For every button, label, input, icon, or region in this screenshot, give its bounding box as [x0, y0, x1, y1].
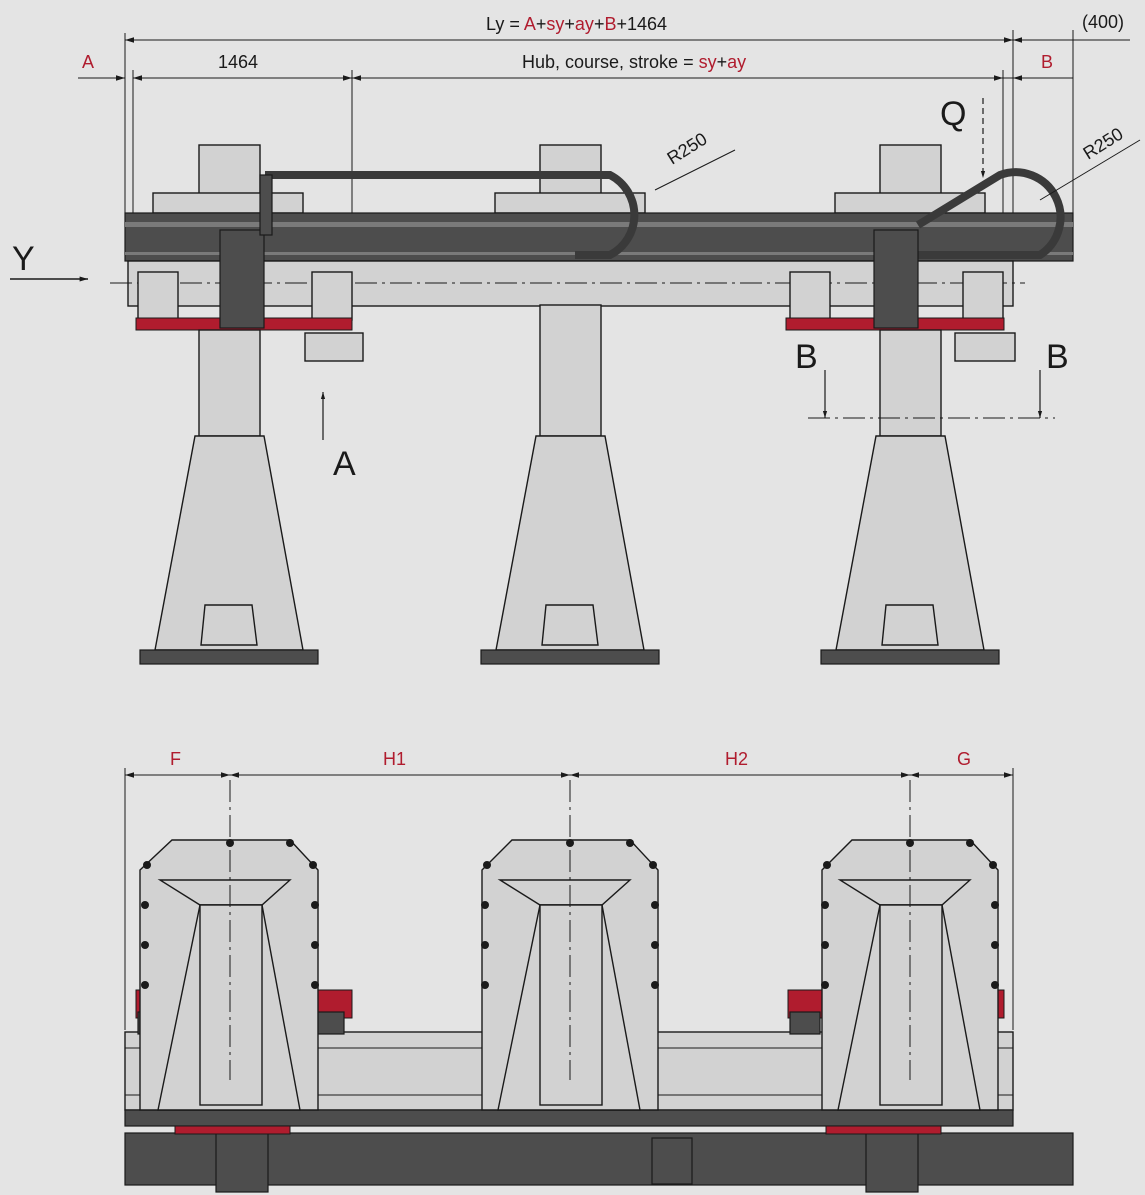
- radius-left-text: R250: [664, 129, 711, 169]
- top-view: Ly = A+sy+ay+B+1464 (400) A 1464 Hub, co…: [10, 12, 1141, 665]
- dim-stroke-text: Hub, course, stroke = sy+ay: [522, 52, 746, 72]
- carriages: [135, 174, 1016, 362]
- dim-a-text: A: [82, 52, 94, 72]
- arrow-q-label: Q: [940, 95, 966, 133]
- dim-h2-text: H2: [725, 749, 748, 769]
- arrow-y-label: Y: [12, 240, 35, 278]
- plan-columns: [139, 780, 999, 1111]
- dim-1464-text: 1464: [218, 52, 258, 72]
- dimension-lines-top: [78, 30, 1130, 330]
- section-b-left-label: B: [795, 338, 818, 376]
- plan-lower-rail: [124, 1125, 1074, 1193]
- radius-right-text: R250: [1080, 124, 1127, 164]
- dim-overtravel-text: (400): [1082, 12, 1124, 32]
- dimension-lines-bottom: F H1 H2 G: [124, 749, 1014, 1030]
- arrow-a-label: A: [333, 445, 356, 483]
- column-top-stubs: [198, 144, 942, 196]
- direction-markers: Y Q A B B: [10, 95, 1069, 483]
- dim-g-text: G: [957, 749, 971, 769]
- columns: [139, 304, 1000, 665]
- dim-h1-text: H1: [383, 749, 406, 769]
- plan-bolts: [141, 839, 999, 989]
- column-cap-plates: [152, 192, 986, 214]
- bottom-view: F H1 H2 G: [124, 749, 1074, 1193]
- dim-b-text: B: [1041, 52, 1053, 72]
- dim-f-text: F: [170, 749, 181, 769]
- dim-total-text: Ly = A+sy+ay+B+1464: [486, 14, 667, 34]
- section-b-right-label: B: [1046, 338, 1069, 376]
